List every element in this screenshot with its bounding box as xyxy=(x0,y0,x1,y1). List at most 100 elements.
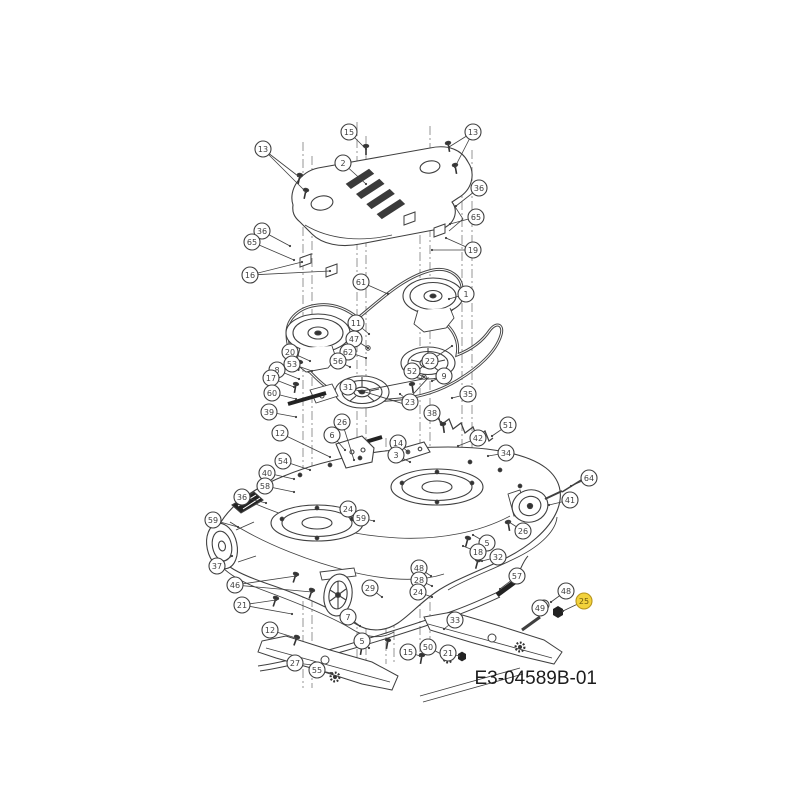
svg-text:57: 57 xyxy=(512,572,522,581)
callout-balloon: 7 xyxy=(339,608,362,628)
svg-text:21: 21 xyxy=(237,601,247,610)
svg-text:50: 50 xyxy=(423,643,433,652)
svg-text:37: 37 xyxy=(212,562,222,571)
callout-balloon: 12 xyxy=(271,424,332,459)
svg-text:38: 38 xyxy=(427,409,437,418)
callout-balloon: 50 xyxy=(419,638,443,656)
callout-balloon: 29 xyxy=(361,579,384,599)
svg-text:29: 29 xyxy=(365,584,375,593)
callout-balloon: 59 xyxy=(352,509,376,527)
callout-balloon: 59 xyxy=(204,511,240,529)
callout-balloon: 18 xyxy=(461,543,487,561)
svg-text:24: 24 xyxy=(413,588,423,597)
callout-balloon: 36 xyxy=(233,488,268,506)
svg-text:36: 36 xyxy=(474,184,484,193)
callout-balloon: 6 xyxy=(323,426,347,452)
callout-balloon: 13 xyxy=(447,123,482,169)
callout-balloon: 58 xyxy=(256,477,296,495)
svg-text:20: 20 xyxy=(285,348,295,357)
callout-balloon: 31 xyxy=(339,378,361,396)
svg-text:27: 27 xyxy=(290,659,300,668)
callout-balloon: 41 xyxy=(547,491,579,509)
belt-cover xyxy=(291,140,473,278)
svg-text:36: 36 xyxy=(237,493,247,502)
callout-balloon: 32 xyxy=(480,548,507,566)
callout-balloon: 61 xyxy=(352,273,390,296)
callout-balloon: 24 xyxy=(409,583,434,601)
callout-balloon: 42 xyxy=(456,429,487,448)
callout-balloon: 54 xyxy=(274,452,312,472)
svg-text:13: 13 xyxy=(468,128,478,137)
callout-balloon: 5 xyxy=(353,632,371,650)
callout-balloon: 12 xyxy=(261,621,298,640)
callout-balloon: 27 xyxy=(286,654,315,672)
callout-balloon: 57 xyxy=(498,567,526,591)
svg-text:6: 6 xyxy=(329,431,334,440)
svg-text:40: 40 xyxy=(262,469,272,478)
callout-balloon: 3 xyxy=(387,446,412,464)
callout-balloon: 15 xyxy=(340,123,368,151)
svg-text:48: 48 xyxy=(561,587,571,596)
deck-shell xyxy=(206,435,589,638)
callout-balloon: 64 xyxy=(569,469,598,488)
svg-text:64: 64 xyxy=(584,474,594,483)
callout-balloon: 2 xyxy=(334,154,368,186)
svg-text:17: 17 xyxy=(266,374,276,383)
svg-text:59: 59 xyxy=(208,516,218,525)
svg-text:26: 26 xyxy=(337,418,347,427)
gauge-wheel-bottom xyxy=(319,567,357,617)
callout-balloon: 11 xyxy=(347,314,371,336)
svg-text:41: 41 xyxy=(565,496,575,505)
callout-balloon: 35 xyxy=(450,385,477,403)
svg-text:25: 25 xyxy=(579,597,589,606)
callout-balloon: 23 xyxy=(398,392,419,411)
callout-balloon: 46 xyxy=(226,574,314,594)
svg-text:7: 7 xyxy=(345,613,350,622)
svg-text:52: 52 xyxy=(407,367,417,376)
callout-balloon: 53 xyxy=(283,355,314,373)
svg-text:31: 31 xyxy=(343,383,353,392)
svg-text:60: 60 xyxy=(267,389,277,398)
svg-text:12: 12 xyxy=(265,626,275,635)
svg-text:49: 49 xyxy=(535,604,545,613)
svg-text:53: 53 xyxy=(287,360,297,369)
svg-text:51: 51 xyxy=(503,421,513,430)
callout-balloon: 21 xyxy=(439,644,461,662)
callout-balloon: 9 xyxy=(430,367,453,385)
callout-balloon: 40 xyxy=(258,464,296,482)
callout-balloon: 21 xyxy=(233,596,294,616)
svg-text:61: 61 xyxy=(356,278,366,287)
svg-text:62: 62 xyxy=(343,348,353,357)
svg-text:13: 13 xyxy=(258,145,268,154)
svg-text:34: 34 xyxy=(501,449,511,458)
callout-balloon: 65 xyxy=(243,233,296,262)
svg-text:15: 15 xyxy=(403,648,413,657)
svg-text:5: 5 xyxy=(359,637,364,646)
callout-balloon: 49 xyxy=(531,599,549,617)
svg-text:47: 47 xyxy=(349,335,359,344)
svg-text:55: 55 xyxy=(312,666,322,675)
svg-text:35: 35 xyxy=(463,390,473,399)
callout-balloon: 48 xyxy=(549,582,575,604)
svg-text:2: 2 xyxy=(340,159,345,168)
svg-text:22: 22 xyxy=(425,357,435,366)
callout-balloon: 26 xyxy=(507,520,532,540)
svg-text:33: 33 xyxy=(450,616,460,625)
svg-text:8: 8 xyxy=(274,366,279,375)
svg-text:48: 48 xyxy=(414,564,424,573)
svg-text:32: 32 xyxy=(493,553,503,562)
pulley-top-right xyxy=(402,277,464,333)
svg-text:18: 18 xyxy=(473,548,483,557)
svg-text:39: 39 xyxy=(264,408,274,417)
svg-text:16: 16 xyxy=(245,271,255,280)
svg-text:5: 5 xyxy=(484,539,489,548)
svg-text:54: 54 xyxy=(278,457,288,466)
svg-text:15: 15 xyxy=(344,128,354,137)
callout-balloon: 51 xyxy=(490,416,517,438)
callout-balloon: 52 xyxy=(403,362,426,380)
callout-balloon: 60 xyxy=(263,384,298,402)
svg-text:65: 65 xyxy=(471,213,481,222)
callout-balloon: 26 xyxy=(333,413,356,462)
